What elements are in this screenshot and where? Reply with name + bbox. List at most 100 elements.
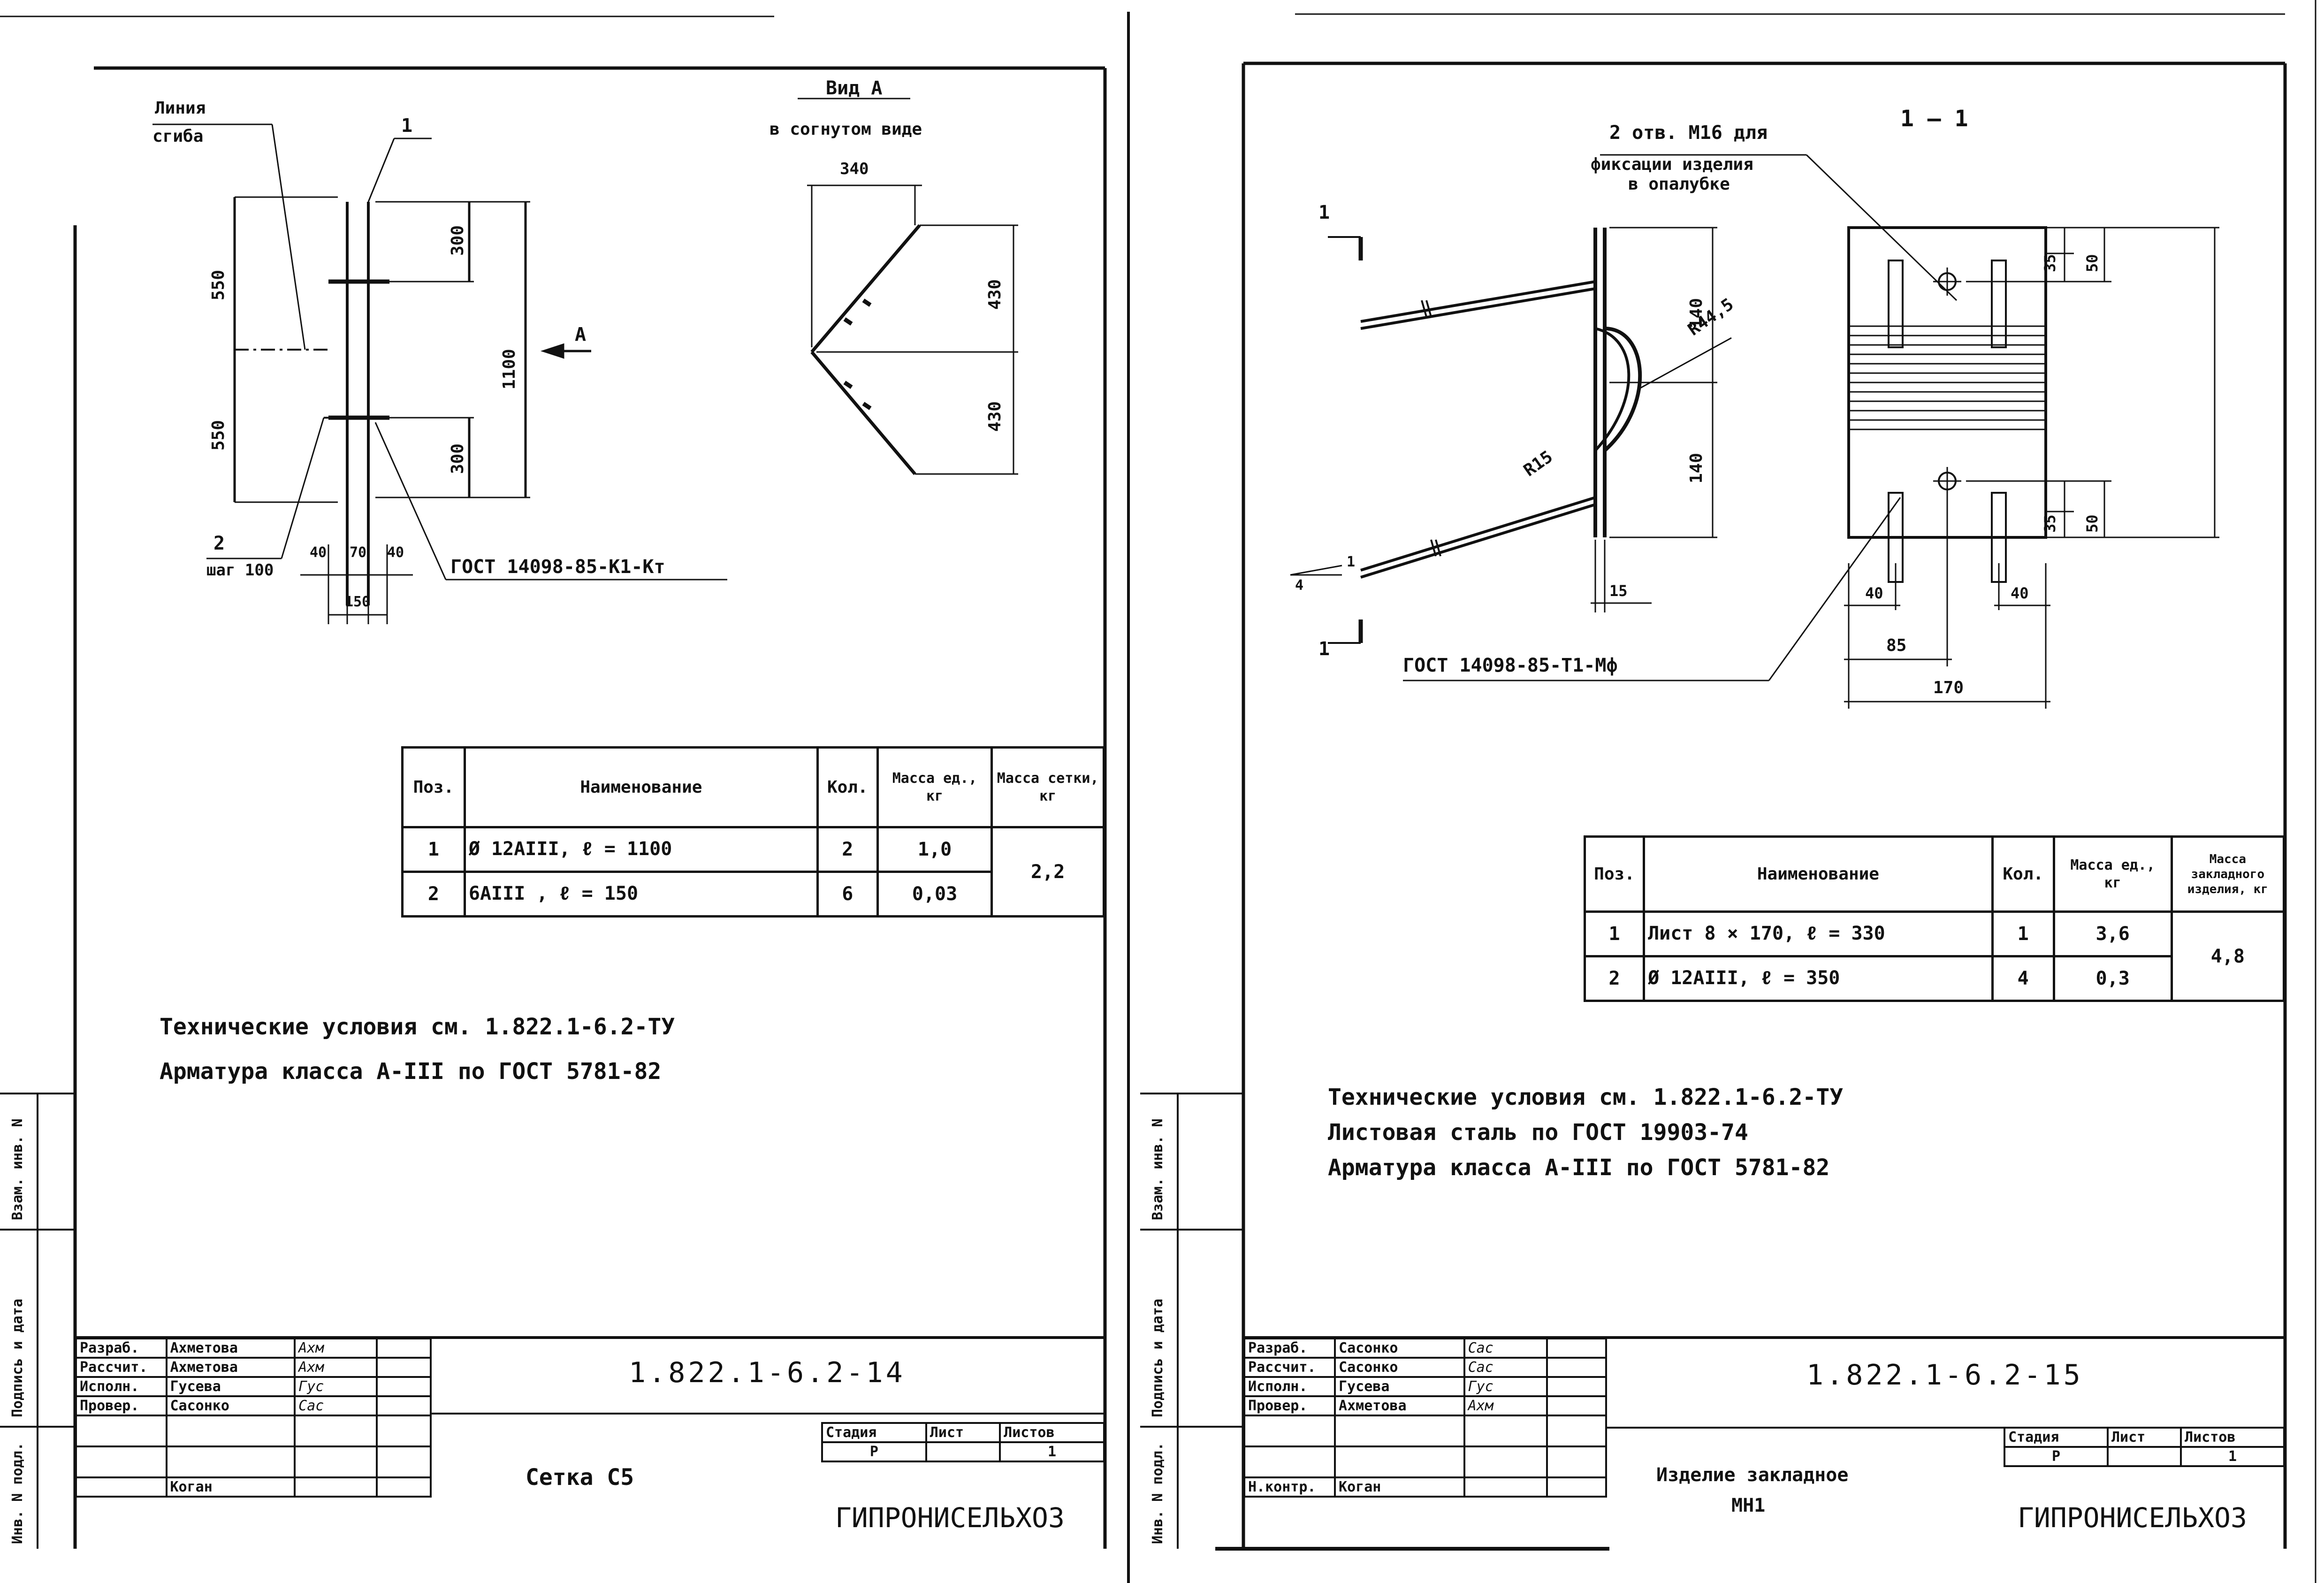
header-total-mass: Масса закладного изделия, кг — [2170, 835, 2286, 913]
signature-cell: Гус — [294, 1376, 378, 1397]
table-row: Исполн. Гусева Гус — [1243, 1376, 1608, 1397]
holes-callout-line2: фиксации изделия — [1591, 155, 1753, 174]
drawing-code: 1.822.1-6.2-14 — [629, 1356, 906, 1389]
name-cell: Сасонко — [1334, 1338, 1465, 1359]
section-cut-bottom: 1 — [1318, 638, 1330, 660]
row-pos: 1 — [1583, 910, 1646, 957]
signature-cell: Ахм — [294, 1357, 378, 1378]
section-cut-top: 1 — [1318, 202, 1330, 223]
table-row: 1 Лист 8 × 170, ℓ = 330 1 3,6 4,8 — [1583, 910, 2286, 1002]
view-subtitle: в согнутом виде — [770, 120, 922, 139]
holes-callout-line3: в опалубке — [1628, 175, 1730, 194]
stage-label: Стадия — [2004, 1427, 2109, 1448]
dim-340: 340 — [840, 160, 869, 178]
dim-35-top: 35 — [2041, 254, 2059, 272]
dim-40-left: 40 — [310, 544, 327, 561]
item-title-line1: Изделие закладное — [1656, 1464, 1849, 1486]
item-title-line2: МН1 — [1731, 1495, 1766, 1516]
role-cell: Разраб. — [1243, 1338, 1336, 1359]
stage-table: Стадия Лист Листов Р 1 — [2004, 1427, 2285, 1467]
header-unit-mass: Масса ед., кг — [2052, 835, 2173, 913]
sheet-label: Лист — [925, 1422, 1001, 1443]
signature-cell: Сас — [294, 1395, 378, 1416]
table-row: 1 Ø 12АIII, ℓ = 1100 2 1,0 2,2 — [401, 826, 1105, 918]
position-2-label: 2 — [213, 533, 225, 554]
table-row: 2 6АIII , ℓ = 150 6 0,03 — [401, 871, 1104, 918]
table-row: Коган — [75, 1476, 432, 1498]
specification-table: Поз. Наименование Кол. Масса ед., кг Мас… — [401, 746, 1105, 918]
title-block-signatures: Разраб. Сасонко Сас Рассчит. Сасонко Сас… — [1243, 1338, 1608, 1498]
sheet-label: Лист — [2106, 1427, 2182, 1448]
table-row: Исполн. Гусева Гус — [75, 1376, 432, 1397]
dim-35-bottom: 35 — [2041, 514, 2059, 533]
stamp-replacement-inv: Взам. инв. N — [9, 1118, 26, 1220]
sheets-label: Листов — [999, 1422, 1105, 1443]
dim-140-top: 140 — [1687, 298, 1706, 329]
dim-50-bottom: 50 — [2083, 514, 2101, 533]
name-cell: Коган — [1334, 1476, 1465, 1498]
dim-1100: 1100 — [500, 349, 519, 390]
note-reinforcement-class: Арматура класса А-III по ГОСТ 5781-82 — [1328, 1155, 1830, 1181]
view-arrow-label: А — [575, 324, 587, 345]
row-qty: 4 — [1991, 955, 2055, 1002]
row-pos: 2 — [1583, 955, 1646, 1002]
name-cell: Сасонко — [1334, 1357, 1465, 1378]
dim-300-bottom: 300 — [448, 443, 467, 474]
item-title: Сетка С5 — [526, 1464, 634, 1491]
name-cell: Ахметова — [165, 1338, 296, 1359]
role-cell: Провер. — [1243, 1395, 1336, 1416]
row-name: 6АIII , ℓ = 150 — [463, 871, 819, 918]
dim-430-bottom: 430 — [985, 401, 1005, 432]
bend-line-label-2: сгиба — [152, 127, 204, 146]
dim-550-bottom: 550 — [209, 420, 228, 451]
name-cell: Гусева — [165, 1376, 296, 1397]
note-technical-conditions: Технические условия см. 1.822.1-6.2-ТУ — [160, 1014, 675, 1040]
stamp-signature-date: Подпись и дата — [1150, 1299, 1166, 1417]
row-mass: 3,6 — [2052, 910, 2173, 957]
stage-value: Р — [2004, 1446, 2109, 1467]
table-row: Рассчит. Ахметова Ахм — [75, 1357, 432, 1378]
signature-cell: Ахм — [294, 1338, 378, 1359]
dim-430-top: 430 — [985, 279, 1005, 310]
slope-ratio-4: 4 — [1295, 577, 1304, 594]
sheets-value: 1 — [2180, 1446, 2285, 1467]
row-name: Ø 12АIII, ℓ = 350 — [1643, 955, 1994, 1002]
note-reinforcement-class: Арматура класса А-III по ГОСТ 5781-82 — [160, 1058, 662, 1085]
table-row: Провер. Сасонко Сас — [75, 1395, 432, 1416]
row-total-mass: 2,2 — [991, 826, 1105, 918]
pitch-label: шаг 100 — [206, 561, 274, 580]
header-unit-mass: Масса ед., кг — [876, 746, 993, 828]
dim-50-top: 50 — [2083, 254, 2101, 272]
position-1-label: 1 — [401, 115, 413, 137]
dim-15: 15 — [1609, 582, 1628, 600]
header-qty: Кол. — [1991, 835, 2055, 913]
row-total-mass: 4,8 — [2170, 910, 2286, 1002]
role-cell: Рассчит. — [1243, 1357, 1336, 1378]
dim-70: 70 — [350, 544, 367, 561]
stamp-original-inv: Инв. N подл. — [1150, 1442, 1166, 1544]
row-pos: 2 — [401, 871, 466, 918]
sheets-label: Листов — [2180, 1427, 2285, 1448]
row-pos: 1 — [401, 826, 466, 873]
header-total-mass: Масса сетки, кг — [991, 746, 1105, 828]
name-cell: Гусева — [1334, 1376, 1465, 1397]
header-name: Наименование — [1643, 835, 1994, 913]
drawing-sheet-mesh: Линия сгиба 1 2 шаг 100 ГОСТ 14098-85-К1… — [0, 0, 1140, 1583]
row-qty: 2 — [816, 826, 879, 873]
dim-40-right: 40 — [387, 544, 404, 561]
table-row: Рассчит. Сасонко Сас — [1243, 1357, 1608, 1378]
role-cell: Исполн. — [1243, 1376, 1336, 1397]
view-title: Вид А — [826, 77, 883, 99]
role-cell: Разраб. — [75, 1338, 168, 1359]
organization-name: ГИПРОНИСЕЛЬХОЗ — [835, 1502, 1065, 1534]
dim-85: 85 — [1886, 636, 1907, 655]
name-cell: Коган — [165, 1476, 296, 1498]
holes-callout-line1: 2 отв. М16 для — [1609, 122, 1768, 144]
title-block-signatures: Разраб. Ахметова Ахм Рассчит. Ахметова А… — [75, 1338, 432, 1498]
bend-line-label-1: Линия — [155, 99, 206, 118]
role-cell: Провер. — [75, 1395, 168, 1416]
row-qty: 1 — [1991, 910, 2055, 957]
stage-value: Р — [821, 1441, 927, 1462]
embedded-part-drawing-lines — [1140, 0, 2316, 1583]
stage-table: Стадия Лист Листов Р 1 — [821, 1422, 1105, 1462]
